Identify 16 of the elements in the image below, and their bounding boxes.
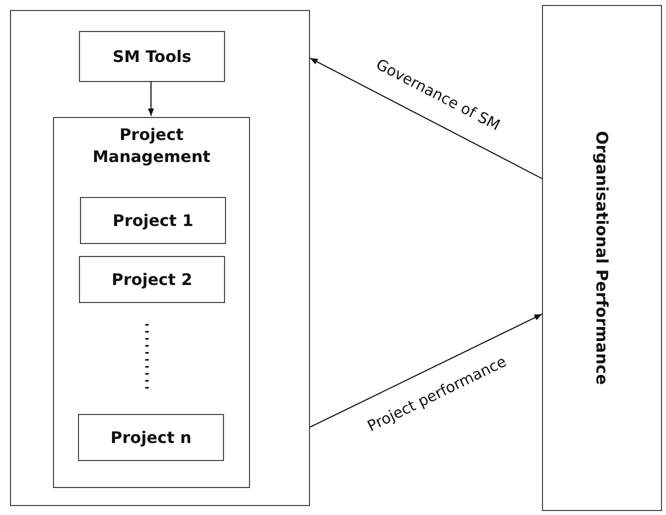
process-box	[78, 414, 224, 461]
arrow	[148, 81, 154, 116]
node-label: SM Tools	[112, 46, 192, 68]
arrow	[310, 58, 542, 180]
process-box	[80, 197, 226, 244]
node-label: Organisational Performance	[592, 131, 612, 385]
process-box	[542, 5, 662, 511]
process-box	[79, 256, 225, 303]
node-label: Project Management	[92, 124, 212, 168]
process-box	[79, 31, 225, 82]
arrow	[310, 314, 542, 428]
node-label: Project n	[110, 426, 192, 448]
group-box	[53, 117, 250, 488]
node-label: Project 2	[112, 268, 192, 290]
node-label: Project 1	[112, 210, 194, 232]
container-box	[10, 10, 310, 506]
